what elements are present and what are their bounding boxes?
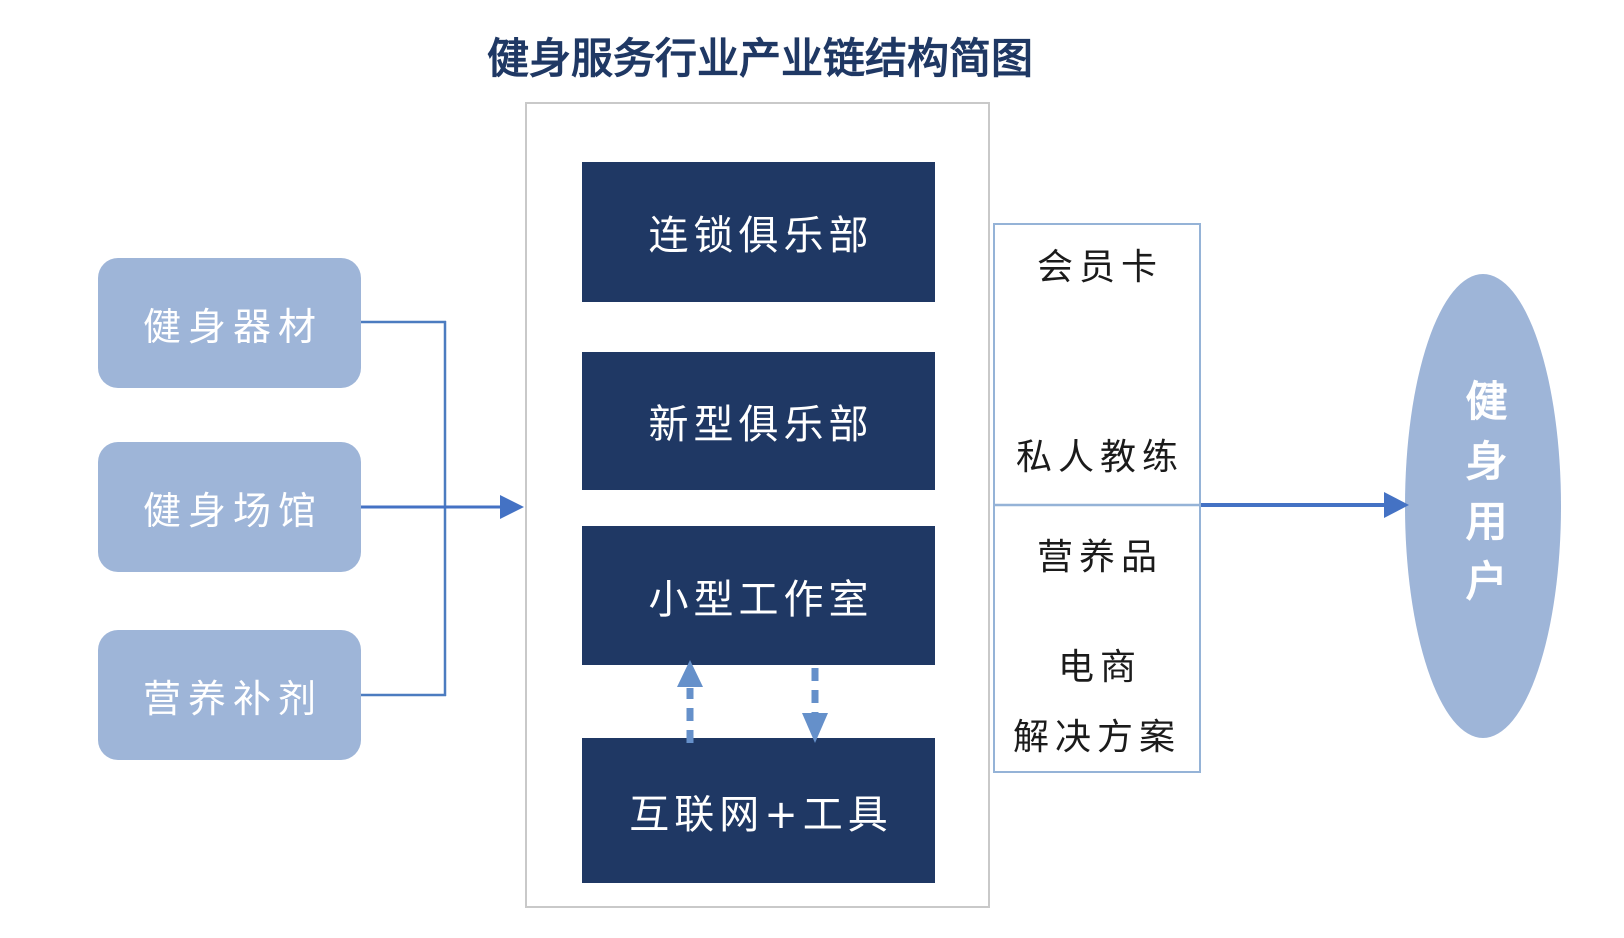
- upstream-box-fitness-venues: 健身场馆: [98, 442, 361, 572]
- service-label-membership-card: 会员卡: [1036, 247, 1163, 288]
- midstream-box-new-type-club: 新型俱乐部: [582, 352, 935, 490]
- upstream-box-fitness-equipment: 健身器材: [98, 258, 361, 388]
- midstream-box-internet-plus-tools: 互联网+工具: [582, 738, 935, 883]
- service-label-nutrition-products: 营养品: [1036, 537, 1163, 578]
- midstream-box-small-studio: 小型工作室: [582, 526, 935, 665]
- upstream-label: 健身器材: [142, 304, 323, 349]
- midstream-label: 小型工作室: [648, 576, 874, 623]
- service-label-line1: 电商: [1057, 647, 1142, 688]
- midstream-label: 连锁俱乐部: [648, 213, 874, 259]
- service-label-personal-trainer: 私人教练: [1015, 437, 1184, 478]
- consumer-label: 健身用户: [1459, 379, 1508, 619]
- services-box: [993, 223, 1201, 773]
- diagram-title: 健身服务行业产业链结构简图: [486, 34, 1033, 83]
- midstream-box-chain-club: 连锁俱乐部: [582, 162, 935, 302]
- midstream-label: 互联网+工具: [629, 791, 893, 838]
- service-label-line2: 解决方案: [1012, 717, 1181, 758]
- consumer-ellipse: 健身用户: [1405, 274, 1561, 738]
- midstream-label: 新型俱乐部: [648, 402, 874, 448]
- upstream-label: 营养补剂: [142, 676, 323, 721]
- upstream-to-midstream-arrowhead: [500, 495, 524, 519]
- service-label-ecommerce-solutions: 电商 解决方案: [993, 633, 1201, 773]
- upstream-box-nutrition-supplements: 营养补剂: [98, 630, 361, 760]
- upstream-label: 健身场馆: [142, 488, 323, 533]
